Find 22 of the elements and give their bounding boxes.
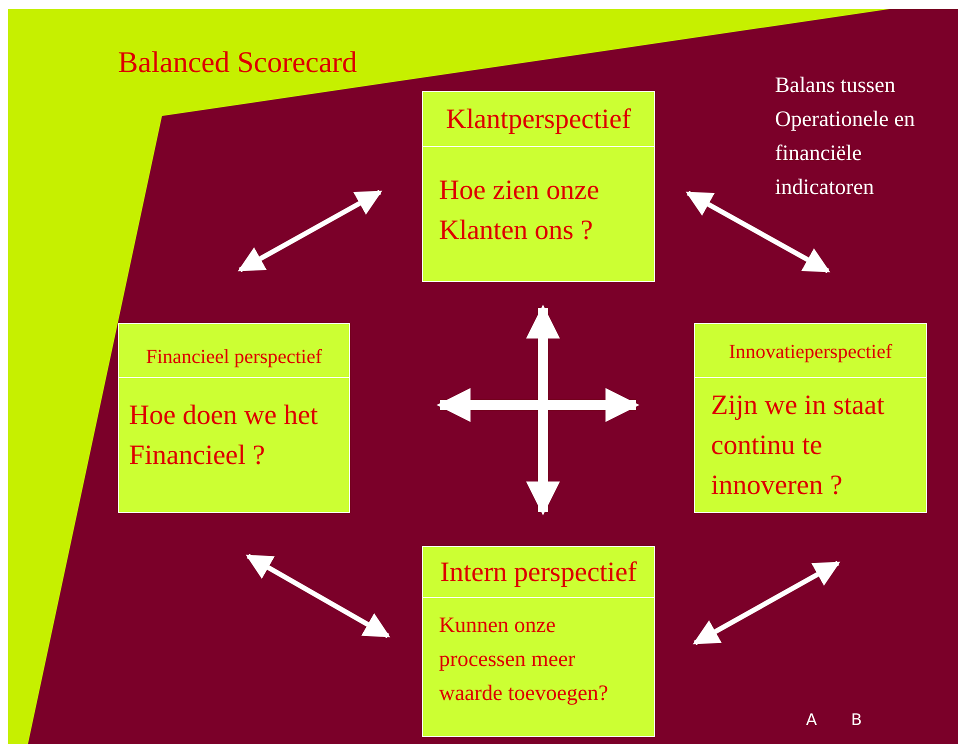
perspective-box bbox=[422, 91, 655, 282]
box-heading: Intern perspectief bbox=[440, 556, 637, 590]
perspective-box bbox=[422, 546, 655, 737]
box-question: Kunnen onze processen meer waarde toevoegen? bbox=[439, 612, 608, 705]
box-question: Zijn we in staat continu te innoveren ? bbox=[711, 390, 884, 501]
double-arrow bbox=[692, 560, 840, 646]
double-arrow bbox=[526, 304, 560, 516]
box-heading: Klantperspectief bbox=[446, 102, 632, 136]
box-heading: Financieel perspectief bbox=[146, 345, 322, 370]
perspective-box bbox=[118, 323, 350, 513]
box-question: Hoe doen we het Financieel ? bbox=[129, 400, 318, 471]
box-question: Hoe zien onze Klanten ons ? bbox=[439, 175, 600, 246]
box-heading: Innovatieperspectief bbox=[728, 340, 892, 365]
letter-label: B bbox=[851, 710, 862, 730]
double-arrow bbox=[686, 190, 830, 274]
note-text: Balans tussen Operationele en financiële indicatoren bbox=[775, 71, 916, 201]
title: Balanced Scorecard bbox=[118, 45, 358, 81]
double-arrow bbox=[238, 190, 382, 272]
double-arrow bbox=[436, 388, 640, 422]
perspective-box bbox=[694, 323, 927, 513]
double-arrow bbox=[246, 554, 390, 638]
letter-label: A bbox=[806, 710, 817, 730]
